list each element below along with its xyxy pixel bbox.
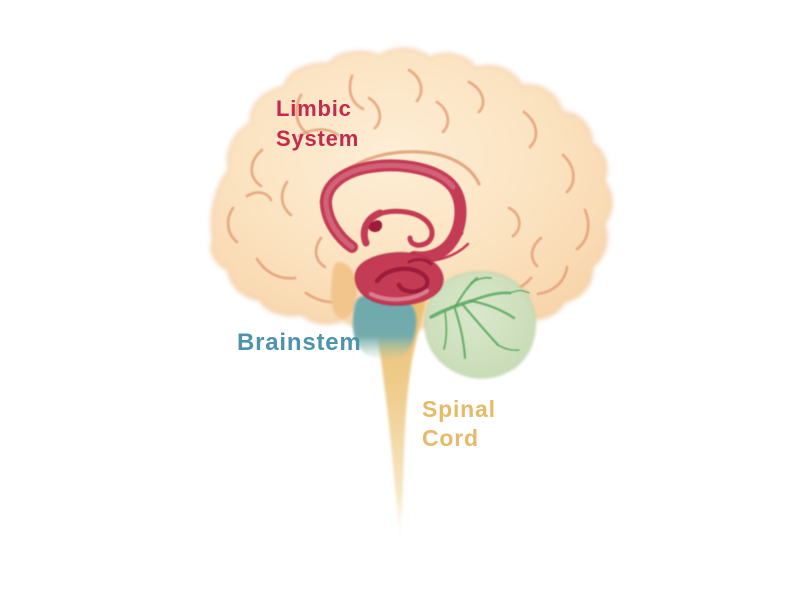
limbic-blob-swirl: [374, 266, 430, 294]
limbic-blob-topline: [407, 258, 433, 266]
spinal-cord-label-line2: Cord: [422, 425, 479, 451]
limbic-band-highlight: [323, 162, 456, 250]
pituitary-region-shape: [330, 262, 358, 319]
labels: Limbic System Brainstem Spinal Cord: [237, 96, 496, 451]
cerebrum-shape: [210, 47, 613, 332]
limbic-tail-upper: [431, 231, 464, 254]
limbic-tail-lower: [428, 242, 470, 263]
limbic-thalamus-blob: [354, 251, 444, 307]
spinal-cord-label-line1: Spinal: [422, 396, 496, 422]
limbic-blob-highlight: [369, 289, 429, 302]
brainstem-label: Brainstem: [237, 329, 362, 356]
limbic-system-label-line1: Limbic: [276, 96, 352, 121]
cerebellum-shape: [424, 270, 537, 379]
cerebellum-veins: [429, 276, 530, 360]
cerebrum-body: [210, 47, 613, 332]
limbic-system-label-line2: System: [276, 126, 359, 151]
brainstem-shape: [352, 293, 417, 360]
limbic-fornix-arc: [375, 208, 435, 248]
limbic-system-drawing: [320, 159, 470, 307]
limbic-comma-detail: [368, 220, 383, 233]
